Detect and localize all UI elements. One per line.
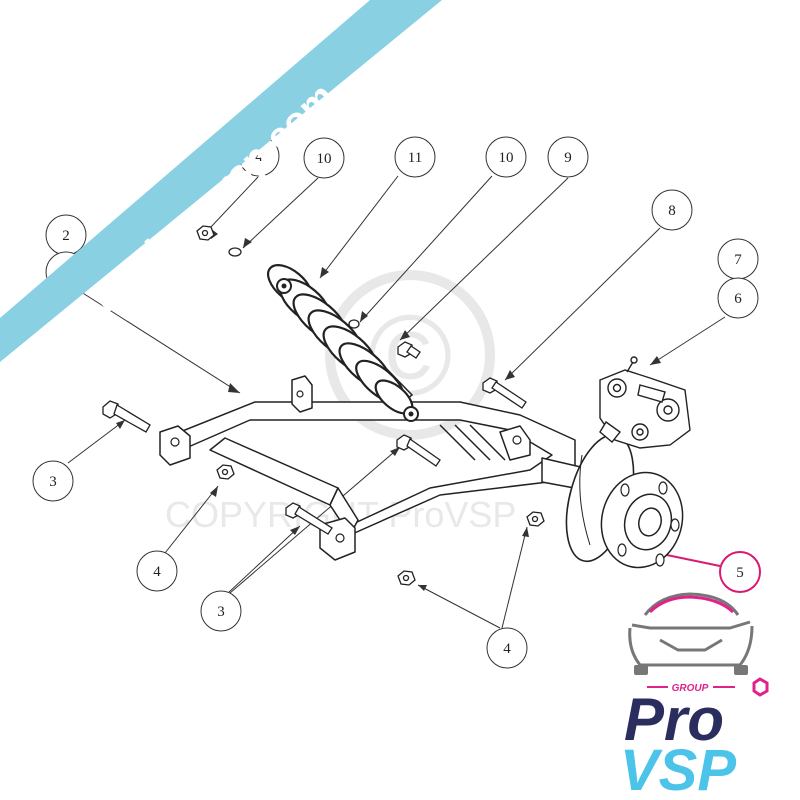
washer-top xyxy=(228,247,242,257)
callout-6: 6 xyxy=(717,277,759,319)
callout-4-left: 4 xyxy=(136,550,178,592)
svg-text:2: 2 xyxy=(62,228,70,244)
svg-text:8: 8 xyxy=(668,203,676,219)
callout-3-left: 3 xyxy=(32,460,74,502)
nut-top xyxy=(196,225,215,241)
logo-group-text: GROUP xyxy=(672,683,709,694)
shock-absorber xyxy=(267,264,419,422)
svg-text:9: 9 xyxy=(564,150,572,166)
callout-11: 11 xyxy=(394,136,436,178)
svg-text:4: 4 xyxy=(255,149,263,165)
callout-8: 8 xyxy=(651,189,693,231)
car-wheel-right xyxy=(734,665,748,675)
callout-7: 7 xyxy=(717,238,759,280)
svg-text:10: 10 xyxy=(499,150,514,166)
callout-3-bottom: 3 xyxy=(200,590,242,632)
bolt-center xyxy=(396,434,441,467)
logo-pro-text: Pro xyxy=(624,686,724,753)
car-windshield xyxy=(648,595,735,614)
svg-text:10: 10 xyxy=(317,151,332,167)
brake-disc-hub xyxy=(565,433,684,569)
bolt-front xyxy=(285,502,333,535)
copyright-circle-icon xyxy=(325,270,495,440)
nut-left xyxy=(216,464,235,480)
svg-text:3: 3 xyxy=(217,604,225,620)
bolt-top xyxy=(397,341,421,359)
bolt-left xyxy=(102,400,151,433)
callout-10-left: 10 xyxy=(303,137,345,179)
washer-shock xyxy=(348,319,360,329)
car-wheel-left xyxy=(634,665,648,675)
swing-arm xyxy=(159,375,586,561)
svg-text:3: 3 xyxy=(49,474,57,490)
bolt-right xyxy=(482,377,527,409)
svg-text:4: 4 xyxy=(153,564,161,580)
svg-text:5: 5 xyxy=(736,565,744,581)
leader-lines xyxy=(67,175,726,629)
logo-vsp-text: VSP xyxy=(620,738,736,800)
callout-10-right: 10 xyxy=(485,136,527,178)
callout-9: 9 xyxy=(547,136,589,178)
callout-4-bottom: 4 xyxy=(486,627,528,669)
brake-caliper xyxy=(599,356,691,449)
svg-text:6: 6 xyxy=(734,291,742,307)
callout-2: 2 xyxy=(45,214,87,256)
svg-text:7: 7 xyxy=(734,252,742,268)
car-outline-icon xyxy=(628,592,754,667)
svg-text:4: 4 xyxy=(503,641,511,657)
hub-studs xyxy=(617,481,680,567)
nut-bottom xyxy=(397,570,416,586)
callout-5: 5 xyxy=(719,551,761,593)
svg-text:11: 11 xyxy=(408,150,422,166)
bolts xyxy=(102,341,527,535)
swing-arm-holes xyxy=(170,390,522,543)
callouts: 2 1 4 10 11 10 9 8 7 6 3 4 3 4 5 xyxy=(32,135,761,669)
hex-nut-icon xyxy=(752,677,769,697)
provsp-logo: GROUP Pro VSP xyxy=(620,592,769,800)
nuts xyxy=(196,225,545,586)
nut-right xyxy=(526,511,545,527)
